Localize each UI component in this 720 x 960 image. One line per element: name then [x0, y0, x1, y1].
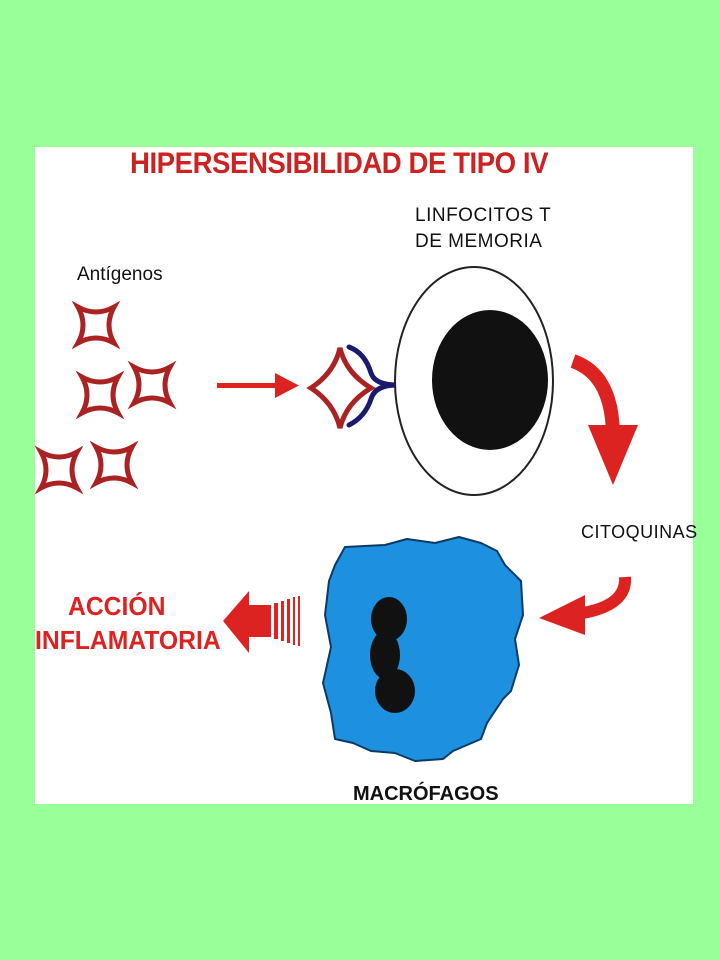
bound-antigen: [306, 347, 376, 429]
macrophages-label: MACRÓFAGOS: [353, 783, 499, 805]
diagram-title: HIPERSENSIBILIDAD DE TIPO IV: [130, 147, 549, 180]
antigen-arrow: [217, 373, 299, 398]
antigen-group: [35, 300, 177, 495]
diagram-panel: HIPERSENSIBILIDAD DE TIPO IV Antígenos L…: [35, 147, 697, 805]
macrophage: [322, 536, 524, 762]
cytokine-action-arrow: [539, 576, 632, 635]
inflammatory-action-label: ACCIÓN INFLAMATORIA: [35, 589, 221, 657]
memory-t-lymphocytes-label: LINFOCITOS T DE MEMORIA: [415, 203, 551, 255]
memory-t-label-line1: LINFOCITOS T: [415, 205, 552, 226]
t-cell-receptor: [346, 344, 400, 428]
memory-t-lymphocyte: [394, 266, 554, 496]
antigens-label: Antígenos: [77, 264, 163, 285]
action-label-line2: INFLAMATORIA: [35, 625, 221, 655]
inflammatory-arrow: [223, 591, 300, 653]
cytokines-label: CITOQUINAS: [581, 522, 698, 542]
antigen-shape: [127, 360, 177, 410]
macrophage-nucleus: [370, 597, 415, 713]
antigen-shape: [89, 440, 139, 490]
cytokine-release-arrow: [570, 354, 638, 485]
antigen-shape: [71, 300, 121, 350]
antigen-shape: [75, 370, 125, 420]
antigen-shape: [35, 445, 84, 495]
macrophage-body: [322, 536, 524, 762]
lymphocyte-nucleus: [432, 310, 548, 450]
diagram-canvas: [35, 266, 638, 762]
memory-t-label-line2: DE MEMORIA: [415, 231, 543, 252]
action-label-line1: ACCIÓN: [67, 591, 166, 621]
